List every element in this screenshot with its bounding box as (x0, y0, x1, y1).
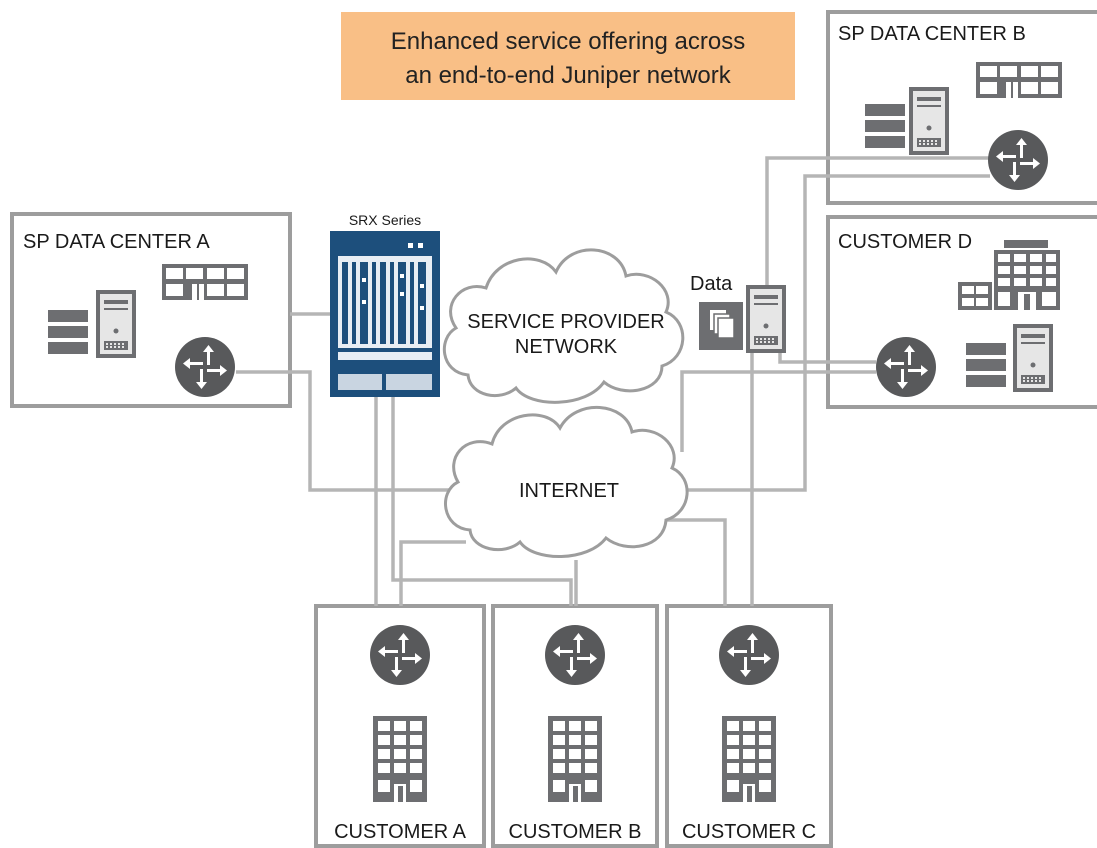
data-label: Data (690, 273, 733, 295)
router-icon (988, 130, 1048, 190)
callout-line-1: Enhanced service offering across (391, 28, 745, 55)
storage-icon (48, 310, 88, 354)
building-icon (958, 240, 1060, 310)
building-icon (722, 716, 776, 802)
building-icon (548, 716, 602, 802)
router-icon (545, 625, 605, 685)
customer-a-label: CUSTOMER A (334, 821, 467, 843)
building-icon (162, 264, 248, 300)
customer-d-label: CUSTOMER D (838, 231, 972, 253)
sp-data-center-b-label: SP DATA CENTER B (838, 23, 1026, 45)
building-icon (976, 62, 1062, 98)
callout-line-2: an end-to-end Juniper network (405, 62, 732, 89)
server-icon (909, 87, 949, 155)
sp-data-center-a-label: SP DATA CENTER A (23, 231, 210, 253)
router-icon (370, 625, 430, 685)
internet-cloud: INTERNET (444, 405, 689, 558)
server-icon (1013, 324, 1053, 392)
customer-c-box (665, 604, 833, 848)
internet-label: INTERNET (519, 480, 619, 502)
srx-series-label: SRX Series (349, 212, 421, 228)
sp-cloud-label-line-2: NETWORK (515, 336, 618, 358)
router-icon (175, 337, 235, 397)
storage-icon (865, 104, 905, 148)
sp-data-center-a-box (10, 212, 292, 408)
router-icon (719, 625, 779, 685)
server-icon (746, 285, 786, 353)
customer-b-label: CUSTOMER B (509, 821, 642, 843)
customer-d-box (826, 215, 1097, 409)
callout-box (341, 12, 795, 100)
data-copy-icon (699, 302, 743, 350)
connection-lines (236, 156, 990, 606)
srx-series-device: SRX Series (330, 212, 440, 397)
building-icon (373, 716, 427, 802)
customer-c-label: CUSTOMER C (682, 821, 816, 843)
sp-cloud-label-line-1: SERVICE PROVIDER (467, 311, 664, 333)
sp-data-center-b-box (826, 10, 1097, 205)
server-icon (96, 290, 136, 358)
service-provider-cloud: SERVICE PROVIDER NETWORK (442, 248, 685, 404)
router-icon (876, 337, 936, 397)
storage-icon (966, 343, 1006, 387)
